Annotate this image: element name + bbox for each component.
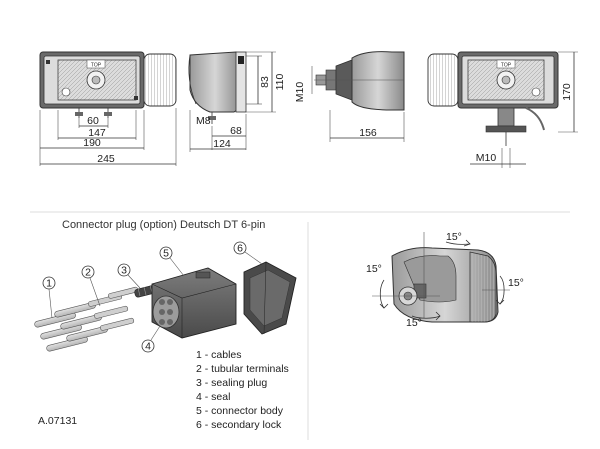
dim-170: 170 [561, 83, 573, 101]
profile-housing [351, 51, 405, 111]
angle-left: 15° [366, 263, 382, 275]
mount-bracket [497, 107, 515, 127]
mount-dim-lines [470, 51, 578, 168]
side-view: 83 110 M8 68 124 [188, 51, 286, 152]
dim-m10-rear: M10 [476, 152, 497, 164]
drawing-reference: A.07131 [38, 415, 77, 427]
angle-bottom: 15° [406, 317, 422, 329]
cables [34, 302, 108, 352]
dim-190: 190 [83, 137, 101, 149]
profile-dim-lines [329, 110, 405, 142]
callout-2: 2 [81, 265, 101, 307]
callout-6: 6 [233, 241, 263, 265]
connector-title: Connector plug (option) Deutsch DT 6-pin [62, 219, 265, 231]
svg-text:6: 6 [237, 243, 243, 255]
connector-section: Connector plug (option) Deutsch DT 6-pin [34, 219, 297, 431]
svg-text:5: 5 [163, 248, 169, 260]
svg-text:2: 2 [85, 267, 91, 279]
angle-top: 15° [446, 231, 462, 243]
legend-item-5: 5 - connector body [196, 405, 284, 417]
front-side-lamp [143, 53, 177, 107]
svg-text:3: 3 [121, 265, 127, 277]
angle-right: 15° [508, 277, 524, 289]
profile-view: M10 156 [294, 51, 405, 142]
legend-item-2: 2 - tubular terminals [196, 363, 289, 375]
connector-seal [152, 295, 180, 329]
legend-item-3: 3 - sealing plug [196, 377, 267, 389]
dim-m10-side: M10 [294, 82, 306, 103]
dim-110: 110 [274, 73, 286, 90]
dim-68: 68 [230, 125, 242, 137]
secondary-lock [243, 261, 297, 335]
side-dim-lines [189, 51, 276, 152]
mount-top-mark: TOP [501, 63, 512, 69]
svg-text:1: 1 [46, 278, 52, 290]
svg-text:4: 4 [145, 341, 151, 353]
callout-5: 5 [159, 246, 185, 277]
legend-item-1: 1 - cables [196, 349, 242, 361]
front-view: TOP 60 147 190 245 [39, 51, 177, 166]
side-lens-edge [235, 51, 247, 113]
dim-245: 245 [97, 153, 115, 165]
connector-body [151, 267, 237, 339]
connector-legend: 1 - cables 2 - tubular terminals 3 - sea… [196, 349, 289, 431]
dim-83: 83 [259, 76, 271, 88]
legend-item-6: 6 - secondary lock [196, 419, 282, 431]
callout-3: 3 [117, 263, 141, 289]
mount-side-lamp [427, 53, 459, 107]
dim-156: 156 [359, 127, 377, 139]
legend-item-4: 4 - seal [196, 391, 230, 403]
dim-m8: M8 [196, 115, 211, 127]
front-dim-lines [39, 108, 177, 166]
callout-4: 4 [141, 325, 161, 353]
dim-124: 124 [213, 138, 231, 150]
mount-view: TOP 170 M10 [427, 51, 578, 168]
callout-1: 1 [42, 276, 56, 319]
dim-147: 147 [88, 127, 106, 139]
side-housing [189, 51, 241, 113]
front-top-mark: TOP [91, 63, 102, 69]
adjustment-view [372, 232, 510, 323]
dim-60: 60 [87, 115, 99, 127]
sealing-plug [134, 284, 157, 298]
